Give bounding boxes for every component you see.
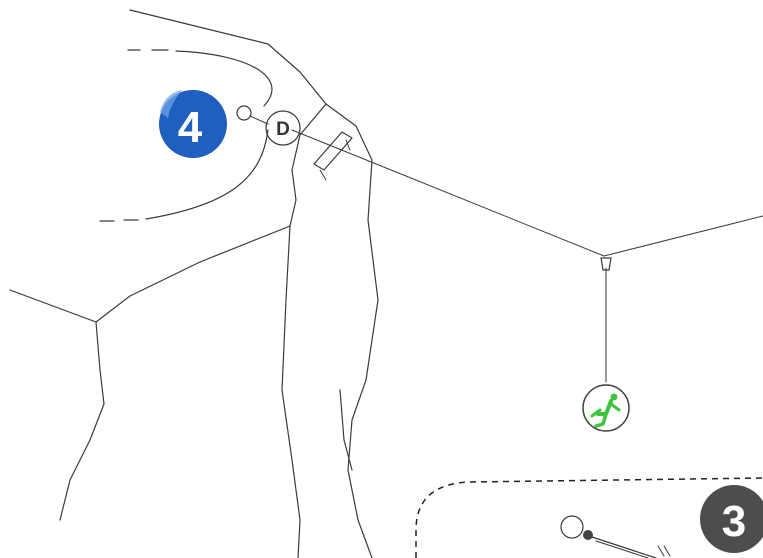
edge-protector xyxy=(313,131,353,181)
anchor-d-marker: D xyxy=(265,110,301,146)
rock-horn xyxy=(99,49,273,222)
pulley xyxy=(600,257,612,271)
anchor-d-label: D xyxy=(276,119,290,140)
step-badge-4: 4 xyxy=(159,90,227,158)
step-badge-3: 3 xyxy=(700,485,763,553)
anchor-ring xyxy=(236,105,252,121)
rope-system xyxy=(291,129,763,383)
step-number-3: 3 xyxy=(722,497,746,546)
rescuer-seat-icon xyxy=(582,384,630,432)
step-3-inset-panel xyxy=(415,477,763,558)
step-number-4: 4 xyxy=(178,103,203,152)
terrain-outline xyxy=(9,9,379,558)
